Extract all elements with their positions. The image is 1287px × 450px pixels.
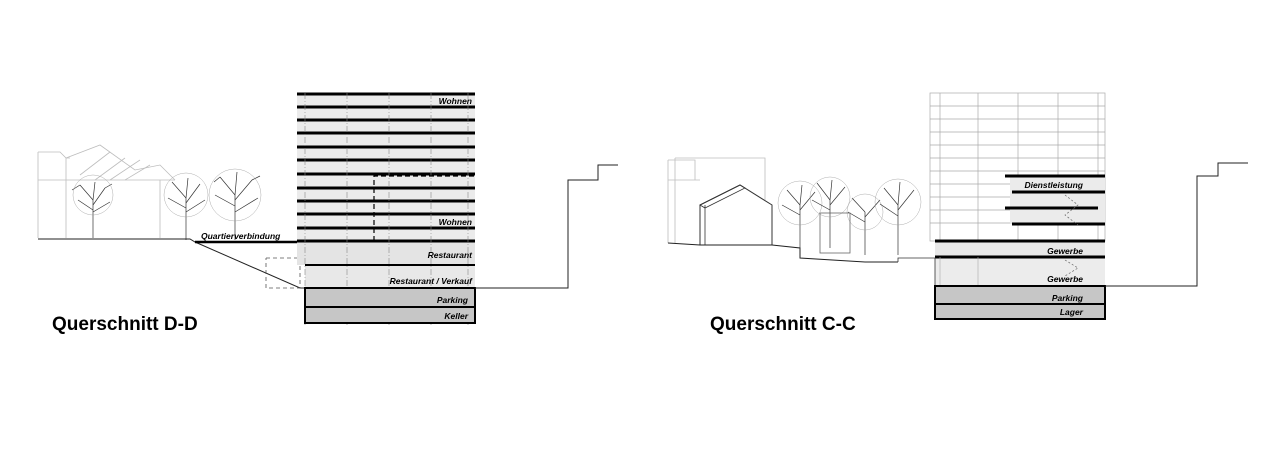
excavation-line-cc	[1105, 162, 1248, 287]
gewerbe-lower-floor	[935, 257, 1105, 286]
dienstleistung-block	[1010, 176, 1105, 224]
background-buildings-cc	[667, 157, 766, 243]
label-gewerbe-lower: Gewerbe	[1047, 274, 1083, 284]
label-restaurant: Restaurant	[428, 250, 474, 260]
tree-dd-3	[208, 168, 262, 240]
tree-dd-1	[71, 174, 114, 238]
label-keller: Keller	[444, 311, 468, 321]
gable-house-cc	[699, 184, 773, 246]
dashed-outline-dd	[265, 257, 301, 289]
ground-line-cc	[667, 242, 898, 263]
tree-cc-2	[809, 176, 851, 248]
label-dienstleistung: Dienstleistung	[1024, 180, 1083, 190]
low-building-cc	[819, 212, 851, 254]
label-wohnen-mid: Wohnen	[439, 217, 472, 227]
tower-dd-body	[297, 93, 475, 241]
label-quartierverbindung: Quartierverbindung	[201, 231, 281, 241]
label-wohnen-top: Wohnen	[439, 96, 472, 106]
tree-cc-4	[874, 178, 922, 255]
gewerbe-upper-floor	[935, 241, 1105, 257]
label-gewerbe-upper: Gewerbe	[1047, 246, 1083, 256]
lager-floor-cc	[934, 303, 1106, 320]
restaurant-verkauf-floor-dd	[305, 265, 475, 288]
tree-dd-2	[163, 172, 209, 240]
floor-slabs-dd	[297, 92, 475, 266]
background-houses-dd	[37, 144, 176, 238]
tree-cc-1	[777, 180, 823, 248]
label-parking-cc: Parking	[1052, 293, 1084, 303]
label-lager: Lager	[1060, 307, 1084, 317]
quartierverbindung-ramp	[194, 241, 305, 289]
section-dd-title: Querschnitt D-D	[52, 314, 198, 335]
tree-cc-3	[846, 193, 884, 255]
section-cc-drawing: Dienstleistung Gewerbe Gewerbe Parking L…	[667, 92, 1248, 320]
excavation-line-dd	[475, 164, 618, 289]
podium-edge-cc	[897, 257, 936, 286]
label-restaurant-verkauf: Restaurant / Verkauf	[390, 276, 474, 286]
structural-grid-dd	[304, 93, 469, 325]
dashed-adjacent-dd	[373, 175, 475, 241]
label-parking-dd: Parking	[437, 295, 469, 305]
keller-floor-dd	[304, 306, 476, 324]
section-dd-drawing: Wohnen Wohnen Quartierverbindung Restaur…	[37, 92, 618, 325]
restaurant-floor-dd	[297, 241, 475, 265]
section-cc-title: Querschnitt C-C	[710, 314, 856, 335]
